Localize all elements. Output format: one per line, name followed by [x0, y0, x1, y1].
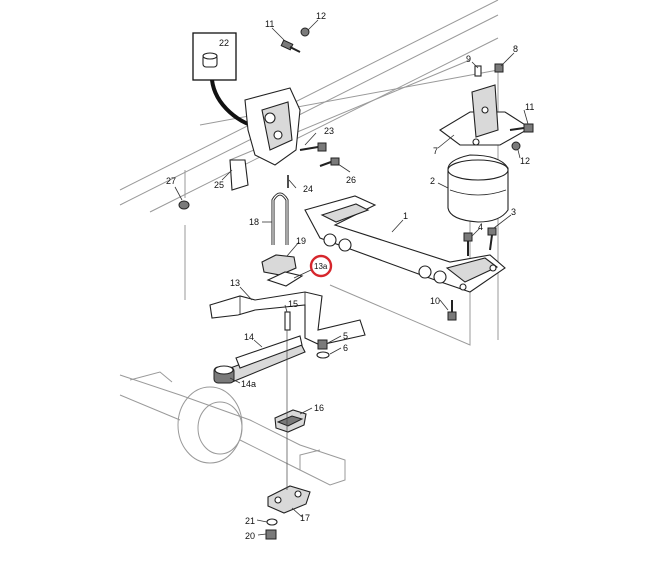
callout-11-right: 11: [525, 102, 534, 112]
callout-labels: 11 12 23 26 24 25 27 18 19 13 15 14 14a …: [166, 11, 534, 541]
callout-26: 26: [346, 175, 356, 185]
cross-beam-1: [304, 195, 506, 293]
clamp-25: [229, 159, 249, 191]
bolt-27: [178, 200, 190, 210]
callout-7: 7: [433, 146, 438, 156]
plate-13a: [266, 271, 304, 287]
callout-10: 10: [430, 296, 440, 306]
callout-17: 17: [300, 513, 310, 523]
callout-25: 25: [214, 180, 224, 190]
callout-13: 13: [230, 278, 240, 288]
callout-13a: 13a: [314, 262, 328, 271]
bolt-4: [463, 232, 473, 256]
nut-8: [494, 63, 504, 73]
nut-26: [319, 157, 340, 167]
trailing-arm-13: [209, 291, 366, 346]
callout-12-right: 12: [520, 156, 530, 166]
bolt-11-top: [280, 39, 301, 53]
callout-21: 21: [245, 516, 255, 526]
callout-23: 23: [324, 126, 334, 136]
u-bolt-18: [271, 192, 289, 245]
callout-9: 9: [466, 54, 471, 64]
pin-15: [284, 311, 291, 331]
bolt-23: [299, 142, 327, 152]
washer-6: [316, 351, 330, 359]
callout-20: 20: [245, 531, 255, 541]
callout-14a: 14a: [241, 379, 256, 389]
callout-4: 4: [478, 222, 483, 232]
callout-11-top: 11: [265, 19, 274, 29]
callout-24: 24: [303, 184, 313, 194]
rear-axle-housing: [119, 371, 346, 486]
inset-label-22: 22: [219, 38, 229, 48]
air-spring-2: [447, 154, 509, 223]
bolt-11-right: [509, 123, 534, 133]
arm-14: [224, 335, 306, 383]
callout-6: 6: [343, 343, 348, 353]
pad-16: [274, 409, 307, 433]
nut-12-right: [511, 141, 521, 151]
callout-18: 18: [249, 217, 259, 227]
frame-hanger-bracket: [244, 87, 301, 166]
callout-14: 14: [244, 332, 254, 342]
nut-5: [317, 339, 328, 350]
callout-27: 27: [166, 176, 176, 186]
leader-lines: [174, 19, 529, 536]
callout-19: 19: [296, 236, 306, 246]
callout-8: 8: [513, 44, 518, 54]
callout-1: 1: [403, 211, 408, 221]
callout-3: 3: [511, 207, 516, 217]
callout-15: 15: [288, 299, 298, 309]
callout-16: 16: [314, 403, 324, 413]
spacer-19: [261, 254, 297, 276]
highlight-ring: [309, 254, 333, 278]
callout-2: 2: [430, 176, 435, 186]
bolt-3: [487, 227, 497, 251]
plate-17: [267, 485, 311, 514]
callout-5: 5: [343, 331, 348, 341]
top-plate-7: [439, 84, 532, 146]
nut-20: [265, 529, 277, 540]
stud-9: [474, 65, 482, 77]
callout-12-top: 12: [316, 11, 326, 21]
washer-21: [266, 518, 278, 526]
bolt-10: [447, 300, 457, 321]
highlight-13a: 13a: [293, 254, 333, 279]
nut-12-top: [300, 27, 310, 37]
bushing-14a: [213, 365, 235, 384]
